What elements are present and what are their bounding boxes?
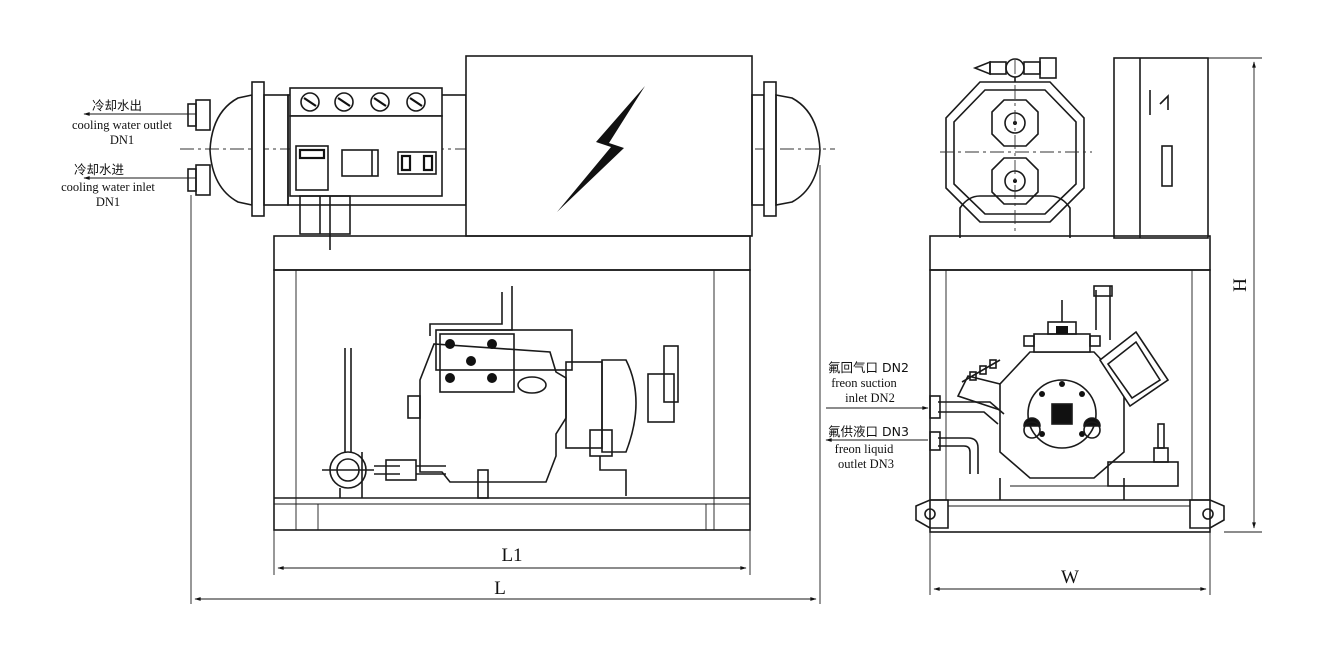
- inlet-label-en: cooling water inlet: [61, 180, 155, 194]
- outlet-label-en: cooling water outlet: [72, 118, 172, 132]
- cooling-water-inlet-callout: 冷却水进 cooling water inlet DN1: [61, 162, 196, 209]
- inlet-label-dn: DN1: [96, 195, 120, 209]
- freon-liquid-callout: 氟供液口 DN3 freon liquid outlet DN3: [825, 424, 928, 471]
- right-condenser-head: [751, 81, 821, 217]
- side-condenser: [940, 57, 1092, 238]
- suction-label-en2: inlet DN2: [845, 391, 895, 405]
- front-compressor: [407, 286, 679, 499]
- suction-label-cn: 氟回气口 DN2: [828, 360, 909, 375]
- front-valve-assembly: [322, 348, 446, 498]
- side-electric-box: [1113, 57, 1209, 239]
- dim-W-label: W: [1061, 567, 1079, 588]
- gauge-icon: [300, 92, 320, 112]
- side-compressor: [929, 285, 1179, 500]
- freon-suction-callout: 氟回气口 DN2 freon suction inlet DN2: [826, 360, 929, 410]
- liquid-label-en2: outlet DN3: [838, 457, 894, 471]
- gauge-icon: [334, 92, 354, 112]
- suction-label-en1: freon suction: [831, 376, 897, 390]
- front-base-frame: [273, 235, 751, 531]
- front-view: 冷却水出 cooling water outlet DN1 冷却水进 cooli…: [61, 55, 835, 604]
- gauge-panel: [289, 87, 443, 250]
- dimension-L1: L1: [273, 530, 751, 575]
- side-view: 氟回气口 DN2 freon suction inlet DN2 氟供液口 DN…: [825, 57, 1262, 595]
- inlet-label-cn: 冷却水进: [74, 162, 125, 177]
- gauge-icon: [370, 92, 390, 112]
- cooling-water-outlet-callout: 冷却水出 cooling water outlet DN1: [72, 98, 196, 147]
- outlet-label-dn: DN1: [110, 133, 134, 147]
- dimension-L: L: [190, 165, 821, 604]
- dim-L1-label: L1: [501, 545, 522, 566]
- dim-H-label: H: [1230, 278, 1251, 292]
- dim-L-label: L: [494, 578, 506, 599]
- gauge-icon: [406, 92, 426, 112]
- outlet-label-cn: 冷却水出: [92, 98, 142, 113]
- dimension-H: H: [1208, 57, 1262, 533]
- liquid-label-cn: 氟供液口 DN3: [828, 424, 909, 439]
- electric-box: [465, 55, 753, 237]
- liquid-label-en1: freon liquid: [835, 442, 894, 456]
- dimension-W: W: [929, 532, 1211, 595]
- lightning-icon: [557, 86, 645, 212]
